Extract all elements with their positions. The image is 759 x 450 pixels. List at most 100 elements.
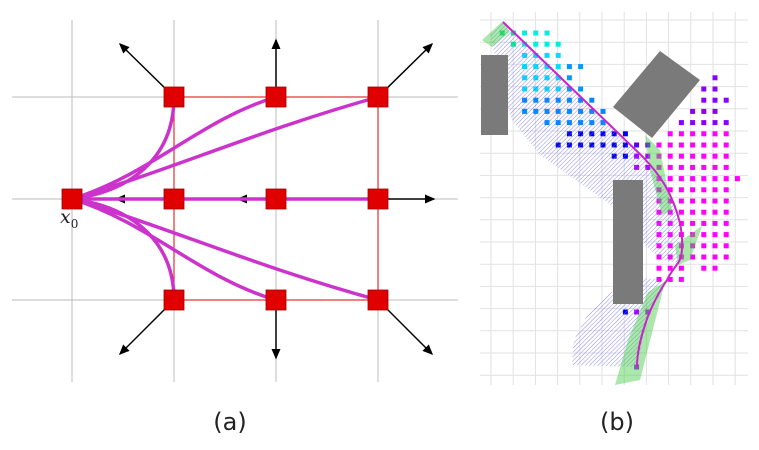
state-dot xyxy=(678,276,684,282)
state-dot xyxy=(712,164,718,170)
state-dot xyxy=(712,108,718,114)
state-dot xyxy=(690,120,696,126)
state-dot xyxy=(723,254,729,260)
state-dot xyxy=(667,276,673,282)
state-dot xyxy=(690,142,696,148)
state-dot xyxy=(533,41,539,47)
state-dot xyxy=(544,30,550,36)
state-dot xyxy=(578,64,584,70)
state-dot xyxy=(678,209,684,215)
state-dot xyxy=(701,108,707,114)
state-dot xyxy=(712,97,718,103)
state-dot xyxy=(712,86,718,92)
caption-b: (b) xyxy=(600,408,634,436)
state-dot xyxy=(701,209,707,215)
state-dot xyxy=(701,265,707,271)
state-dot xyxy=(712,176,718,182)
state-dot xyxy=(578,86,584,92)
state-dot xyxy=(690,243,696,249)
state-dot xyxy=(600,108,606,114)
state-dot xyxy=(555,52,561,58)
state-dot xyxy=(656,276,662,282)
state-dot xyxy=(712,153,718,159)
state-dot xyxy=(723,209,729,215)
state-dot xyxy=(712,142,718,148)
state-dot xyxy=(690,254,696,260)
state-dot xyxy=(723,187,729,193)
state-dot xyxy=(723,131,729,137)
state-dot xyxy=(678,187,684,193)
state-dot xyxy=(690,164,696,170)
state-dot xyxy=(701,232,707,238)
state-dot xyxy=(701,176,707,182)
state-dot xyxy=(690,232,696,238)
state-dot xyxy=(712,220,718,226)
state-dot xyxy=(678,198,684,204)
state-dot xyxy=(678,164,684,170)
state-dot xyxy=(678,265,684,271)
state-dot xyxy=(701,220,707,226)
state-dot xyxy=(701,164,707,170)
state-dot xyxy=(701,131,707,137)
state-dot xyxy=(712,198,718,204)
state-dot xyxy=(701,198,707,204)
state-dot xyxy=(701,254,707,260)
state-dot xyxy=(522,30,528,36)
state-dot xyxy=(656,176,662,182)
state-dot xyxy=(667,164,673,170)
state-dot xyxy=(678,176,684,182)
state-dot xyxy=(701,142,707,148)
state-dot xyxy=(723,176,729,182)
state-dot xyxy=(712,131,718,137)
caption-a: (a) xyxy=(213,408,247,436)
state-dot xyxy=(622,131,628,137)
state-dot xyxy=(712,187,718,193)
state-dot xyxy=(712,120,718,126)
state-dot xyxy=(690,108,696,114)
state-dot xyxy=(566,64,572,70)
state-dot xyxy=(701,97,707,103)
state-dot xyxy=(690,198,696,204)
obstacle-left xyxy=(481,55,508,135)
state-dot xyxy=(690,153,696,159)
panel-b-planning-scene xyxy=(480,12,748,385)
state-dot xyxy=(690,187,696,193)
state-dot xyxy=(712,243,718,249)
state-dot xyxy=(656,265,662,271)
state-dot xyxy=(701,86,707,92)
state-dot xyxy=(645,142,651,148)
obstacle-center xyxy=(613,180,643,304)
state-dot xyxy=(701,243,707,249)
state-dot xyxy=(701,153,707,159)
state-dot xyxy=(555,41,561,47)
state-dot xyxy=(690,176,696,182)
state-dot xyxy=(667,176,673,182)
state-dot xyxy=(656,153,662,159)
planned-path xyxy=(502,21,684,368)
state-dot xyxy=(667,142,673,148)
state-dot xyxy=(667,265,673,271)
state-dot xyxy=(667,131,673,137)
state-dot xyxy=(667,153,673,159)
state-dot xyxy=(723,97,729,103)
state-dot xyxy=(690,220,696,226)
state-dot xyxy=(656,164,662,170)
state-dot xyxy=(690,209,696,215)
state-dot xyxy=(678,153,684,159)
state-dot xyxy=(723,243,729,249)
state-dot xyxy=(723,232,729,238)
state-dot xyxy=(667,187,673,193)
state-dot xyxy=(723,164,729,170)
state-dot xyxy=(712,75,718,81)
state-dot xyxy=(566,75,572,81)
start-state-label: x0 xyxy=(60,206,79,231)
state-dot xyxy=(544,41,550,47)
state-dot xyxy=(690,131,696,137)
state-dot xyxy=(723,142,729,148)
lattice-nodes xyxy=(61,86,389,311)
state-dot xyxy=(701,187,707,193)
panel-a-lattice xyxy=(12,20,458,382)
state-dot xyxy=(555,64,561,70)
state-dot xyxy=(723,220,729,226)
